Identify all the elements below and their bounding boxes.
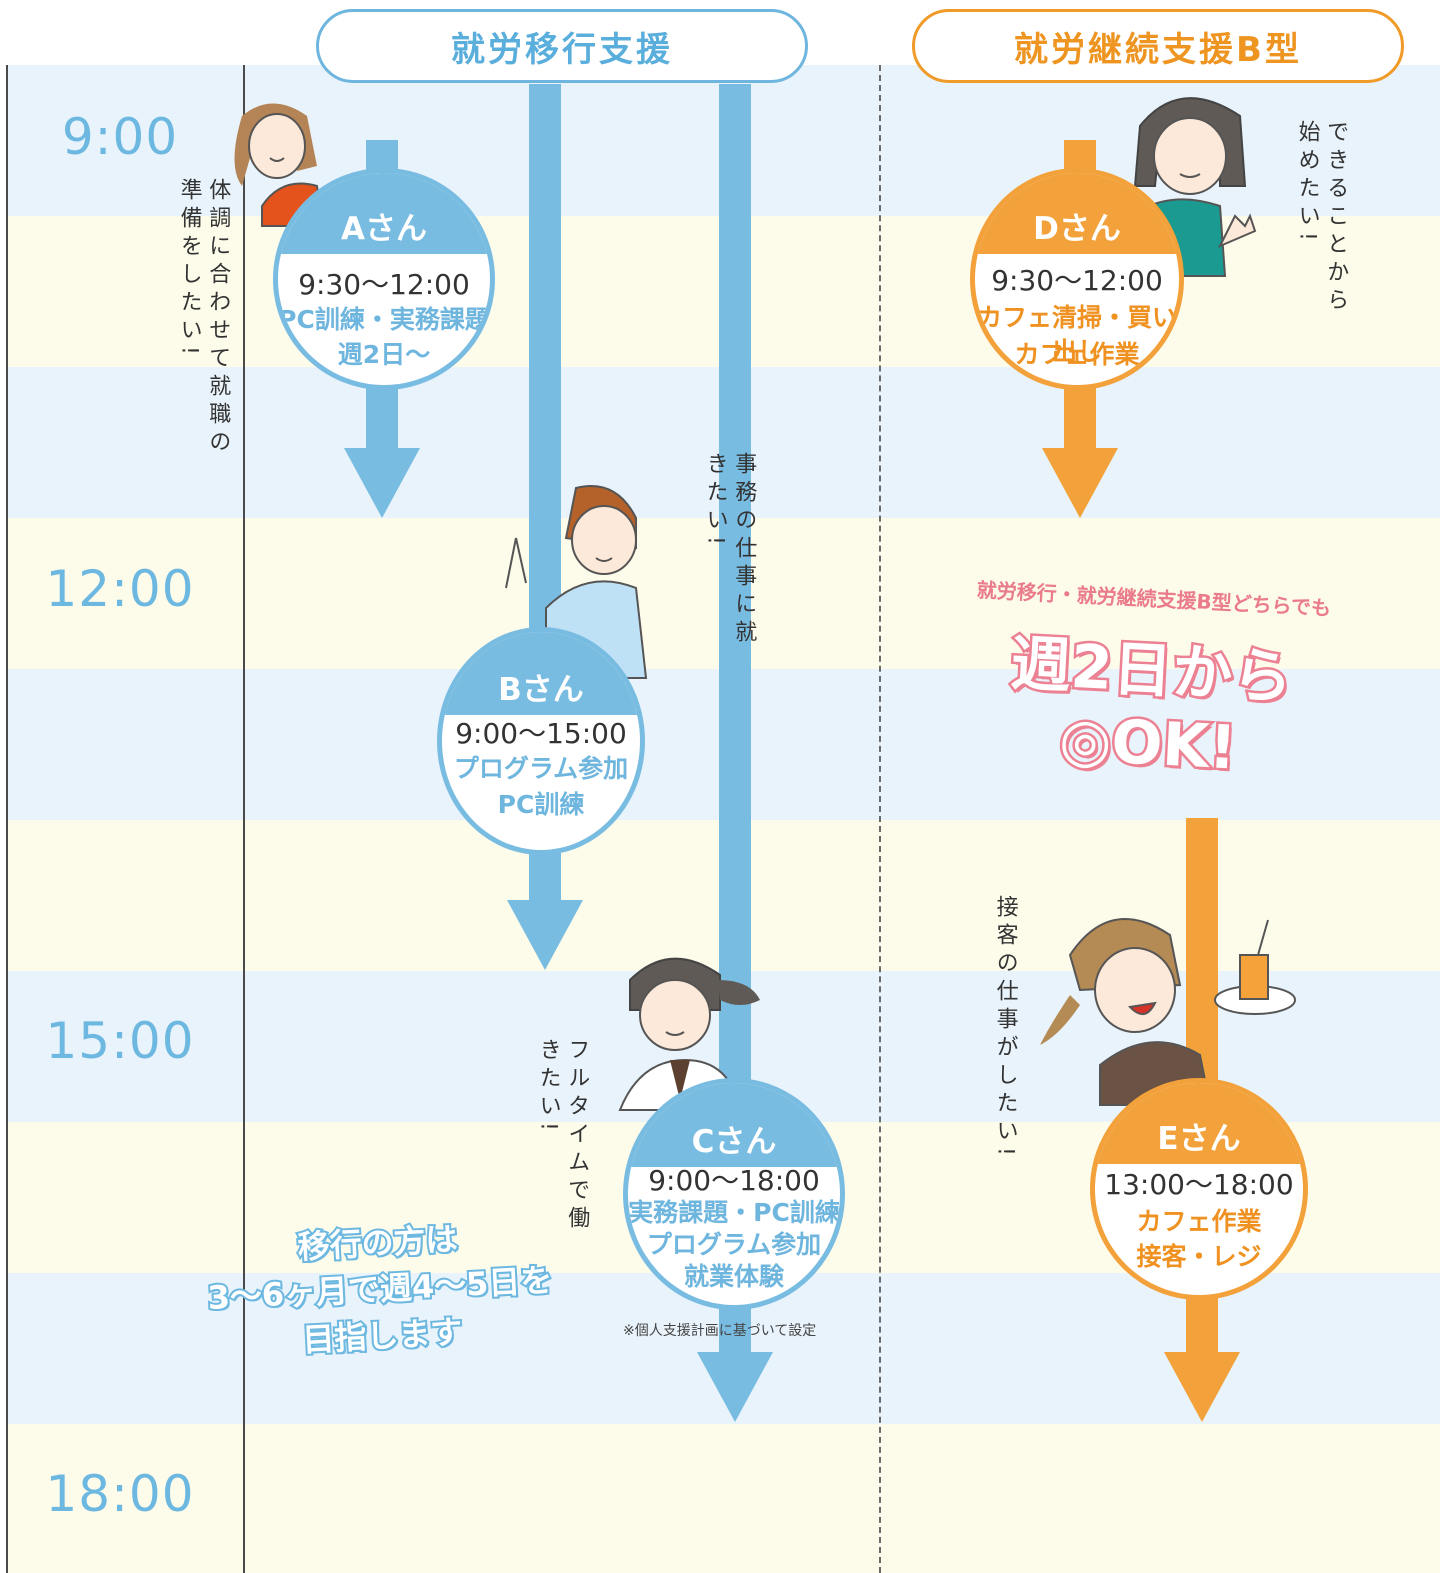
card-activity: カフェ作業 <box>1136 1207 1262 1236</box>
card-activity: 就業体験 <box>683 1262 784 1291</box>
card-hours: 9:30〜12:00 <box>298 268 470 301</box>
person-e-illustration <box>1040 918 1296 1106</box>
speech-a: 体調に合わせて就職の準備をしたい! <box>176 178 231 458</box>
card-name: Dさん <box>975 173 1179 254</box>
goal-text: 移行の方は 3〜6ヶ月で週4〜5日を 目指します <box>187 1210 574 1369</box>
card-activity: PC訓練 <box>497 790 585 819</box>
time-column-divider <box>243 65 245 1573</box>
schedule-card-e: Eさん 13:00〜18:00 カフェ作業 接客・レジ <box>1090 1078 1308 1300</box>
card-name: Eさん <box>1095 1083 1303 1164</box>
speech-e: 接客の仕事がしたい! <box>992 895 1018 1162</box>
card-name: Aさん <box>278 173 490 254</box>
card-hours: 9:00〜18:00 <box>648 1164 820 1197</box>
arrow-head-b <box>507 900 583 970</box>
footnote: ※個人支援計画に基づいて設定 <box>623 1323 817 1339</box>
arrow-head-d <box>1042 448 1118 518</box>
card-activity: 実務課題・PC訓練 <box>628 1198 840 1227</box>
schedule-card-b: Bさん 9:00〜15:00 プログラム参加 PC訓練 <box>437 627 645 855</box>
time-label: 12:00 <box>45 560 195 618</box>
card-activity: プログラム参加 <box>453 754 629 783</box>
schedule-card-d: Dさん 9:30〜12:00 カフェ清掃・買い出し カフェ作業 <box>970 168 1184 390</box>
time-label: 15:00 <box>45 1012 195 1070</box>
arrow-head-c <box>697 1352 773 1422</box>
card-hours: 9:30〜12:00 <box>991 264 1163 297</box>
time-label: 9:00 <box>61 108 179 166</box>
card-activity: 週2日〜 <box>337 340 431 369</box>
card-hours: 13:00〜18:00 <box>1104 1168 1294 1201</box>
header-continuation-support-b: 就労継続支援B型 <box>912 9 1404 83</box>
card-name: Bさん <box>442 632 640 715</box>
card-activity: カフェ作業 <box>1014 340 1140 369</box>
arrow-head-e <box>1164 1352 1240 1422</box>
left-border <box>6 65 8 1573</box>
promo-big: 週2日から◎OK! <box>1007 626 1297 786</box>
card-activity: カフェ清掃・買い出し <box>976 303 1177 366</box>
speech-d: できることから始めたい! <box>1294 120 1349 316</box>
card-activity: 接客・レジ <box>1136 1242 1262 1271</box>
arrow-head-a <box>344 448 420 518</box>
card-activity: プログラム参加 <box>646 1230 822 1259</box>
band <box>6 1424 1440 1573</box>
card-activity: PC訓練・実務課題 <box>278 305 490 334</box>
speech-b: 事務の仕事に就きたい! <box>702 452 757 648</box>
time-label: 18:00 <box>45 1465 195 1523</box>
card-hours: 9:00〜15:00 <box>455 717 627 750</box>
program-divider <box>879 65 881 1573</box>
header-transition-support: 就労移行支援 <box>316 9 808 83</box>
speech-c: フルタイムで働きたい! <box>535 1038 590 1234</box>
schedule-card-c: Cさん 9:00〜18:00 実務課題・PC訓練 プログラム参加 就業体験 <box>623 1078 845 1310</box>
schedule-card-a: Aさん 9:30〜12:00 PC訓練・実務課題 週2日〜 <box>273 168 495 390</box>
card-name: Cさん <box>628 1083 840 1168</box>
